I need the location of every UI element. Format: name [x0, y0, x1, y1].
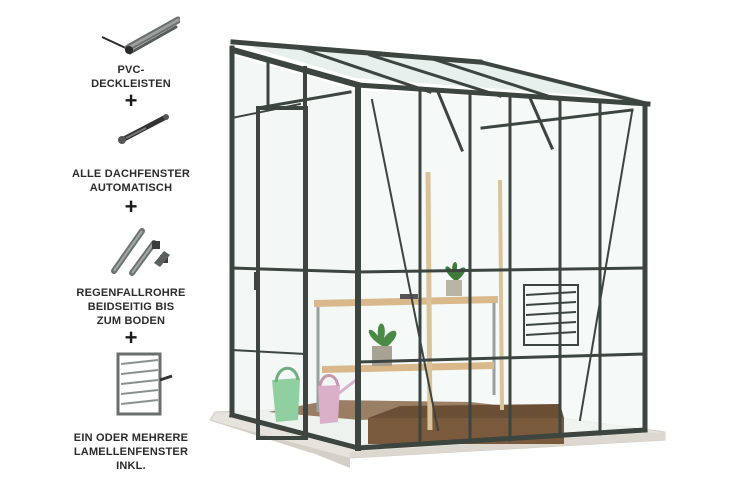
- greenhouse-illustration: [209, 39, 666, 468]
- feature-label-line: PVC-: [117, 64, 145, 76]
- feature-label-line: AUTOMATISCH: [89, 182, 173, 194]
- feature-label-downpipes: REGENFALLROHRE BEIDSEITIG BIS ZUM BODEN: [71, 286, 191, 328]
- pvc-cover-strip-icon: [101, 16, 180, 55]
- feature-label-louvre-window: EIN ODER MEHRERE LAMELLENFENSTER INKL.: [71, 431, 191, 473]
- feature-label-line: INKL.: [116, 460, 146, 472]
- feature-label-pvc: PVC- DECKLEISTEN: [71, 63, 191, 91]
- feature-label-line: ZUM BODEN: [96, 315, 166, 327]
- downpipe-icon: [111, 228, 170, 276]
- shelf-bottom: [322, 362, 494, 373]
- plant-stake: [498, 179, 504, 411]
- automatic-window-opener-icon: [118, 114, 169, 144]
- greenhouse-frame: [228, 39, 651, 452]
- feature-label-line: REGENFALLROHRE: [76, 287, 186, 299]
- feature-label-line: LAMELLENFENSTER: [73, 446, 189, 458]
- glass-panel: [230, 55, 355, 445]
- feature-list: PVC- DECKLEISTEN + ALLE DACHFENSTER AUTO…: [0, 0, 210, 500]
- feature-label-roof-windows: ALLE DACHFENSTER AUTOMATISCH: [71, 167, 191, 195]
- louvre-window-icon: [116, 352, 173, 416]
- feature-label-line: BEIDSEITIG BIS: [87, 301, 175, 313]
- feature-label-line: ALLE DACHFENSTER: [71, 168, 191, 180]
- feature-label-line: EIN ODER MEHRERE: [73, 432, 189, 444]
- glass-roof: [235, 42, 645, 100]
- plus-sign: +: [124, 88, 138, 113]
- plus-sign: +: [124, 325, 138, 350]
- watering-can-pink: [318, 374, 357, 424]
- watering-can-green: [272, 366, 300, 422]
- louvre-window: [523, 284, 579, 346]
- feature-label-line: DECKLEISTEN: [91, 78, 171, 90]
- plus-sign: +: [124, 194, 138, 219]
